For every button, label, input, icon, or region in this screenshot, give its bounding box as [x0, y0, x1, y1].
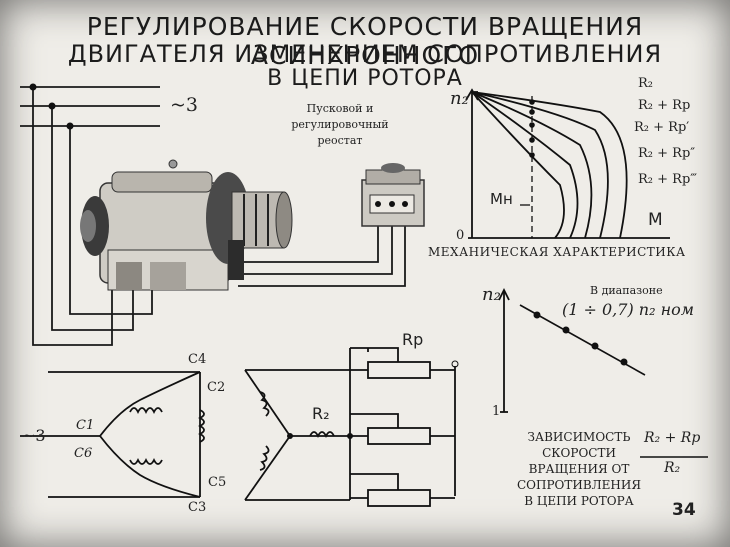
curve-label-5: R₂ + Rр‴: [638, 172, 698, 187]
rotor-rheostat-label: Rр: [402, 330, 424, 349]
curve-label-3: R₂ + Rр′: [634, 120, 690, 135]
motor-illustration: [80, 159, 293, 291]
stator-supply-label: ~3: [22, 426, 46, 445]
fraction-numerator: R₂ + Rр: [644, 430, 701, 446]
rheostat-label-3: реостат: [317, 134, 363, 147]
rotor-resistance-label: R₂: [312, 404, 330, 423]
speed-caption-4: СОПРОТИВЛЕНИЯ: [516, 478, 642, 492]
speed-y-axis-label: n₂: [482, 284, 501, 305]
mech-x-axis-label: M: [648, 210, 663, 230]
supply-label: ~3: [170, 94, 199, 116]
range-label: В диапазоне: [590, 284, 663, 297]
curve-label-4: R₂ + Rр″: [638, 146, 696, 161]
mech-y-axis-label: n₂: [450, 88, 469, 109]
terminal-c2: C2: [207, 380, 226, 395]
mech-origin-label: 0: [456, 228, 465, 243]
terminal-c5: C5: [208, 475, 227, 490]
title-line-1: РЕГУЛИРОВАНИЕ СКОРОСТИ ВРАЩЕНИЯ АСИНХРОН…: [86, 12, 644, 70]
stator-winding-2: [99, 435, 201, 498]
range-formula: (1 ÷ 0,7) n₂ ном: [562, 300, 695, 319]
curve-r2-rp2: [471, 91, 579, 239]
fraction-denominator: R₂: [664, 460, 681, 476]
title-line-2: ДВИГАТЕЛЯ ИЗМЕНЕНИЕМ СОПРОТИВЛЕНИЯ: [67, 40, 663, 68]
page-number: 34: [672, 500, 696, 520]
speed-caption-1: ЗАВИСИМОСТЬ: [527, 430, 631, 444]
rheostat-label-1: Пусковой и: [306, 102, 374, 115]
curve-r2: [471, 91, 628, 239]
terminal-c6: C6: [74, 446, 93, 461]
speed-y-tick: 1: [492, 404, 501, 419]
curve-r2-rp: [471, 91, 609, 239]
terminal-c1: C1: [76, 418, 95, 433]
speed-caption-5: В ЦЕПИ РОТОРА: [524, 494, 634, 508]
stator-winding-1: [99, 371, 201, 437]
rated-torque-label: Mн: [490, 190, 513, 208]
rheostat-label-2: регулировочный: [291, 118, 389, 131]
curve-r2-rp1: [471, 91, 593, 239]
speed-caption-3: ВРАЩЕНИЯ ОТ: [528, 462, 630, 476]
curve-label-2: R₂ + Rр: [638, 98, 691, 113]
curve-label-1: R₂: [638, 76, 653, 91]
speed-caption-2: СКОРОСТИ: [542, 446, 616, 460]
terminal-c4: C4: [188, 352, 207, 367]
mech-chart-caption: МЕХАНИЧЕСКАЯ ХАРАКТЕРИСТИКА: [428, 245, 686, 259]
rheostat-box: [361, 163, 425, 227]
terminal-c3: C3: [188, 500, 207, 515]
curve-r2-rp3: [471, 91, 565, 239]
title-line-3: В ЦЕПИ РОТОРА: [267, 66, 463, 91]
